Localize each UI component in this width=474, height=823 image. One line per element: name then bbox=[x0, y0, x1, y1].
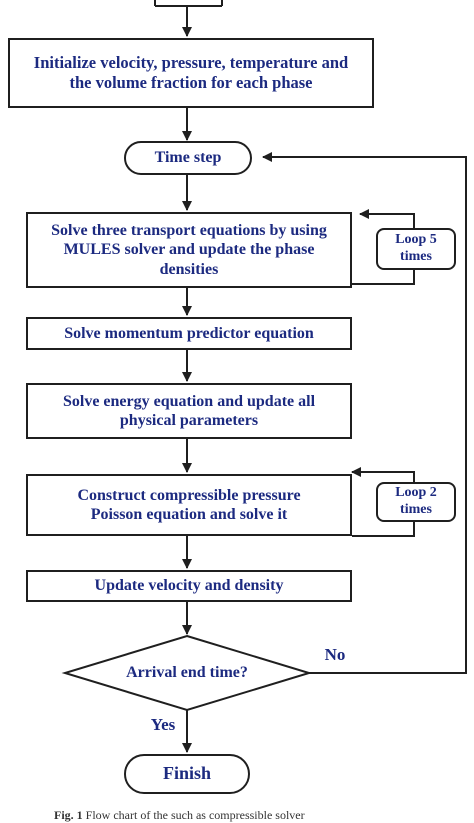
pressure-step-label: Construct compressible pressure Poisson … bbox=[77, 486, 301, 523]
initialize-step: Initialize velocity, pressure, temperatu… bbox=[8, 38, 374, 108]
energy-step-label: Solve energy equation and update all phy… bbox=[62, 392, 316, 429]
caption-text: Flow chart of the such as compressible s… bbox=[85, 808, 305, 822]
time-step-node: Time step bbox=[124, 141, 252, 175]
finish-node: Finish bbox=[124, 754, 250, 794]
decision-node: Arrival end time? bbox=[100, 660, 274, 686]
finish-label: Finish bbox=[162, 763, 212, 784]
no-label: No bbox=[324, 644, 346, 664]
transport-loop-badge: Loop 5 times bbox=[376, 228, 456, 270]
time-step-label: Time step bbox=[154, 149, 222, 167]
transport-step-label: Solve three transport equations by using… bbox=[51, 222, 327, 278]
pressure-loop-label: Loop 2 times bbox=[395, 485, 437, 517]
figure-caption: Fig. 1 Flow chart of the such as compres… bbox=[54, 808, 305, 823]
caption-label: Fig. 1 bbox=[54, 808, 83, 822]
no-branch-label: No bbox=[310, 642, 360, 668]
energy-step: Solve energy equation and update all phy… bbox=[26, 383, 352, 439]
decision-diamond bbox=[61, 634, 313, 712]
arrow-no-branch bbox=[262, 152, 467, 674]
initialize-step-label: Initialize velocity, pressure, temperatu… bbox=[33, 53, 349, 92]
update-step: Update velocity and density bbox=[26, 570, 352, 602]
decision-label: Arrival end time? bbox=[126, 664, 248, 682]
momentum-step: Solve momentum predictor equation bbox=[26, 317, 352, 350]
yes-label: Yes bbox=[150, 714, 176, 734]
transport-step: Solve three transport equations by using… bbox=[26, 212, 352, 288]
pressure-loop-badge: Loop 2 times bbox=[376, 482, 456, 522]
update-step-label: Update velocity and density bbox=[94, 577, 284, 595]
transport-loop-label: Loop 5 times bbox=[395, 232, 437, 264]
momentum-step-label: Solve momentum predictor equation bbox=[64, 324, 314, 342]
pressure-step: Construct compressible pressure Poisson … bbox=[26, 474, 352, 536]
yes-branch-label: Yes bbox=[138, 712, 188, 738]
